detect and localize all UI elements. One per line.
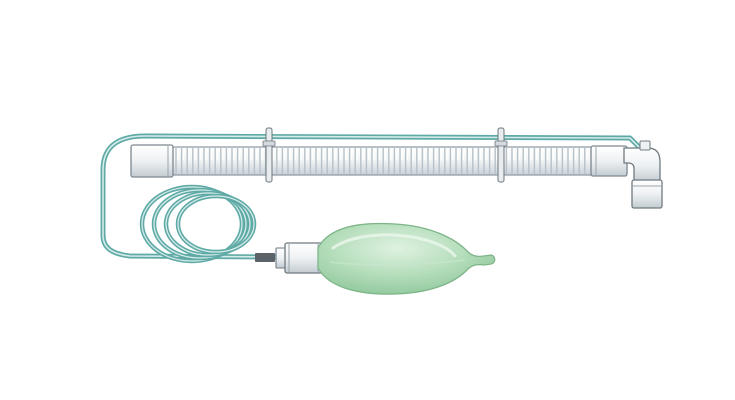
sampling-line-inner xyxy=(102,135,641,258)
coil-loop-highlight xyxy=(153,189,247,259)
coiled-line xyxy=(139,184,257,264)
reservoir-bag xyxy=(317,222,496,295)
coil-loop-highlight xyxy=(165,192,251,256)
left-cuff xyxy=(130,144,174,178)
bag-connector xyxy=(255,242,324,274)
tube-clip-right xyxy=(494,127,508,183)
coil-loop-highlight xyxy=(177,195,255,253)
sampling-line xyxy=(100,133,643,260)
elbow-connector xyxy=(623,140,663,209)
sampling-port xyxy=(639,140,651,151)
tube-clip-left xyxy=(262,127,276,183)
elbow-port xyxy=(631,179,663,209)
tube-ridges xyxy=(175,148,588,174)
coil-loop-highlight xyxy=(141,186,243,262)
corrugated-tube xyxy=(169,146,596,176)
right-cuff xyxy=(590,145,628,177)
